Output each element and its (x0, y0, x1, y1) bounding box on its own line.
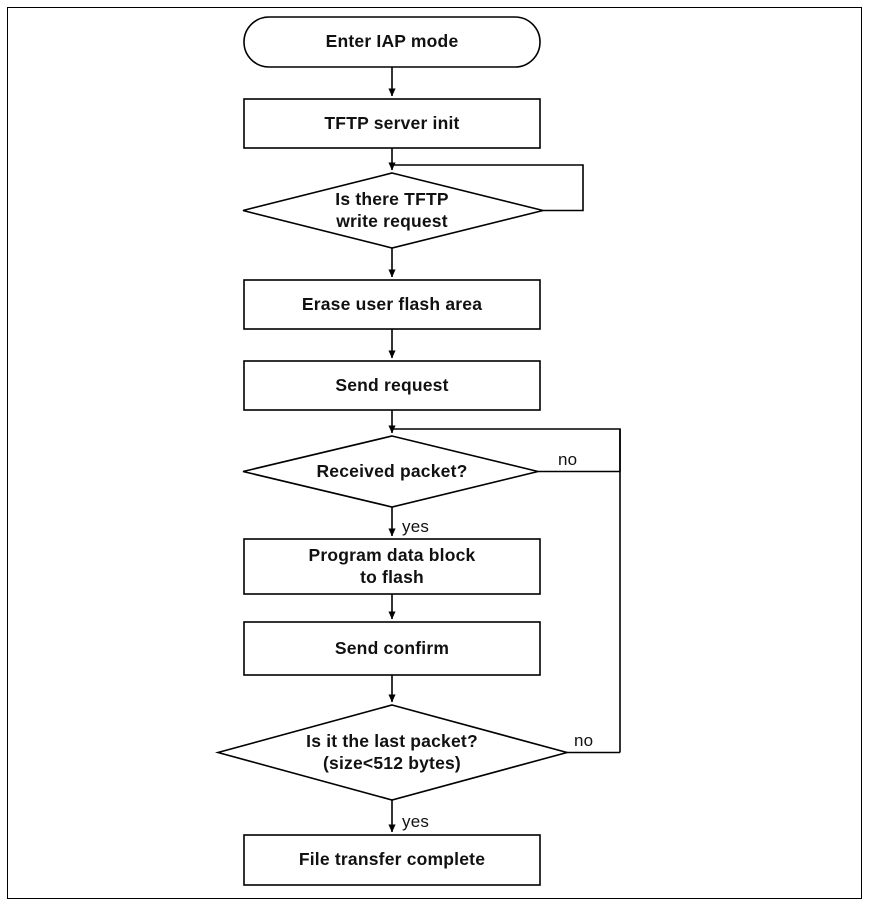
diagram-outer-border (7, 7, 862, 899)
node-shape-complete (243, 834, 541, 886)
edge-label-last-packet-no: no (574, 731, 594, 750)
node-shape-send-request (243, 360, 541, 411)
node-shape-write-request (242, 172, 544, 249)
node-shape-send-confirm (243, 621, 541, 676)
node-shape-last-packet (214, 704, 571, 801)
node-shape-program-data (243, 538, 541, 595)
node-shape-received-packet (242, 435, 539, 508)
edge-label-received-packet-no: no (558, 450, 578, 469)
edge-label-received-packet-yes: yes (402, 517, 430, 536)
node-shape-start (243, 16, 541, 68)
edge-label-last-packet-yes: yes (402, 812, 430, 831)
node-shape-tftp-init (243, 98, 541, 149)
node-shape-erase-flash (243, 279, 541, 330)
edge-write-request-retry-loop (392, 164, 584, 212)
